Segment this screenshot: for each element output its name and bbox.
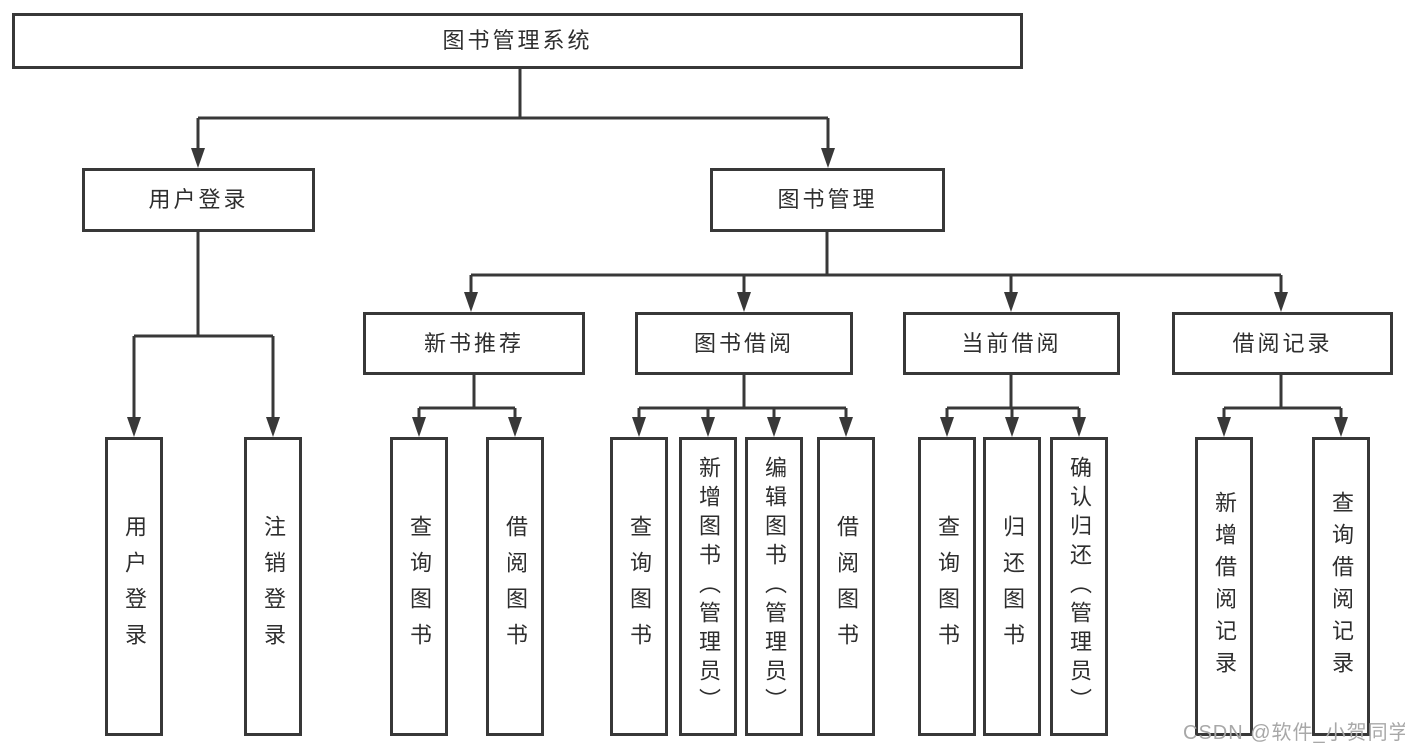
leaf-label: 用户登录	[122, 514, 147, 659]
node-label: 新书推荐	[423, 330, 524, 356]
arrowhead	[266, 417, 280, 437]
arrowhead	[737, 292, 751, 312]
leaf-label: 借阅图书	[503, 514, 528, 659]
node-label: 图书管理	[777, 187, 878, 212]
leaf-label: 确认归还（管理员）	[1067, 456, 1092, 717]
node-book-borrowing: 图书借阅	[635, 312, 853, 375]
node-label: 当前借阅	[961, 330, 1062, 356]
connector-user-login-to-leaves	[127, 232, 280, 437]
arrowhead	[1004, 292, 1018, 312]
arrowhead	[701, 417, 715, 437]
arrowhead	[412, 417, 426, 437]
node-user-login: 用户登录	[82, 168, 315, 232]
leaf-label: 注销登录	[261, 514, 286, 659]
leaf-add-borrow-record: 新增借阅记录	[1195, 437, 1253, 736]
arrowhead	[767, 417, 781, 437]
node-new-book-recommend: 新书推荐	[363, 312, 585, 375]
leaf-label: 归还图书	[1000, 514, 1025, 659]
node-label: 借阅记录	[1232, 330, 1333, 356]
connector-path	[637, 375, 848, 419]
leaf-label: 查询图书	[627, 514, 652, 659]
leaf-edit-book-admin: 编辑图书（管理员）	[745, 437, 803, 736]
connector-path	[417, 375, 517, 419]
watermark: CSDN @软件_小贺同学	[1183, 722, 1405, 744]
leaf-return-book: 归还图书	[983, 437, 1041, 736]
arrowhead	[508, 417, 522, 437]
arrowhead	[1274, 292, 1288, 312]
arrowhead	[1217, 417, 1231, 437]
leaf-query-books-current: 查询图书	[918, 437, 976, 736]
arrowhead	[127, 417, 141, 437]
connector-path	[1222, 375, 1343, 419]
leaf-label: 查询图书	[935, 514, 960, 659]
arrowhead	[464, 292, 478, 312]
connector-book-mgmt-to-level3	[464, 232, 1288, 312]
leaf-label: 新增图书（管理员）	[696, 456, 721, 717]
node-library-system: 图书管理系统	[12, 13, 1023, 69]
node-label: 图书借阅	[693, 330, 794, 356]
connector-current-borrow-to-leaves	[940, 375, 1086, 437]
leaf-label: 查询图书	[407, 514, 432, 659]
leaf-query-borrow-record: 查询借阅记录	[1312, 437, 1370, 736]
connector-path	[132, 232, 275, 419]
node-book-management: 图书管理	[710, 168, 945, 232]
leaf-borrow-books: 借阅图书	[817, 437, 875, 736]
arrowhead	[821, 148, 835, 168]
leaf-label: 编辑图书（管理员）	[762, 456, 787, 717]
leaf-label: 借阅图书	[834, 514, 859, 659]
leaf-user-login: 用户登录	[105, 437, 163, 736]
arrowhead	[1005, 417, 1019, 437]
arrowhead	[191, 148, 205, 168]
arrowhead	[1334, 417, 1348, 437]
node-current-borrowing: 当前借阅	[903, 312, 1120, 375]
connector-path	[469, 232, 1283, 294]
connector-path	[196, 69, 830, 150]
arrowhead	[839, 417, 853, 437]
node-label: 用户登录	[148, 187, 249, 212]
arrowhead	[632, 417, 646, 437]
leaf-add-book-admin: 新增图书（管理员）	[679, 437, 737, 736]
connector-root-to-level2	[191, 69, 835, 168]
connector-new-book-to-leaves	[412, 375, 522, 437]
connector-book-borrow-to-leaves	[632, 375, 853, 437]
leaf-confirm-return-admin: 确认归还（管理员）	[1050, 437, 1108, 736]
connector-path	[945, 375, 1081, 419]
arrowhead	[940, 417, 954, 437]
node-borrowing-records: 借阅记录	[1172, 312, 1393, 375]
node-label: 图书管理系统	[442, 28, 593, 53]
leaf-logout: 注销登录	[244, 437, 302, 736]
arrowhead	[1072, 417, 1086, 437]
leaf-borrow-books-recommend: 借阅图书	[486, 437, 544, 736]
leaf-label: 查询借阅记录	[1329, 490, 1354, 683]
connector-borrow-record-to-leaves	[1217, 375, 1348, 437]
leaf-query-books-recommend: 查询图书	[390, 437, 448, 736]
leaf-query-books-borrowing: 查询图书	[610, 437, 668, 736]
leaf-label: 新增借阅记录	[1212, 490, 1237, 683]
